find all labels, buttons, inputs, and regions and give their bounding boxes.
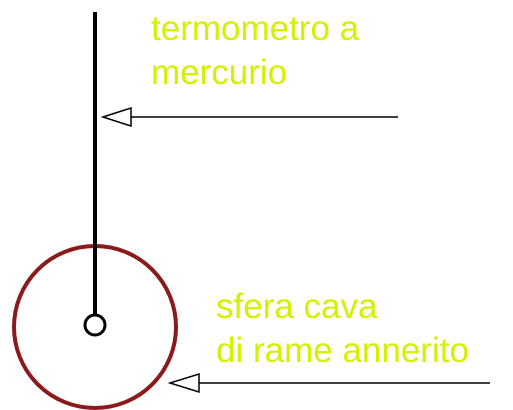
thermometer-label-line1: termometro a <box>151 9 360 48</box>
thermometer-label-line2: mercurio <box>151 53 287 92</box>
thermometer-pointer-arrow <box>100 106 398 128</box>
thermometer-bulb <box>83 313 107 337</box>
sphere-label-line2: di rame annerito <box>216 331 469 370</box>
sphere-label-line1: sfera cava <box>216 287 378 326</box>
arrow-head-icon <box>167 372 200 394</box>
arrow-head-icon <box>100 106 132 128</box>
sphere-pointer-arrow <box>167 372 490 394</box>
